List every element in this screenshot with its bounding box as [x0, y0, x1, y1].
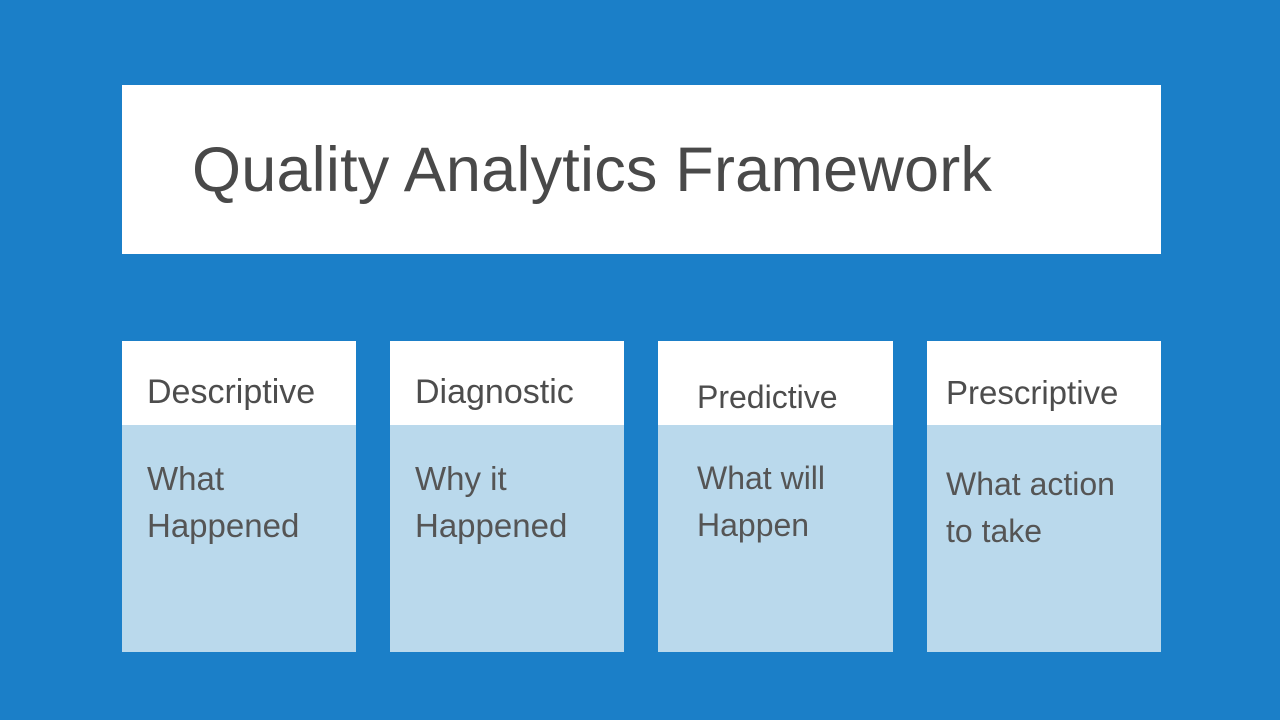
card-header-label: Predictive — [697, 378, 838, 415]
page-title: Quality Analytics Framework — [192, 134, 993, 205]
card-body: What will Happen — [658, 425, 893, 652]
card-header-label: Descriptive — [147, 372, 316, 411]
title-banner: Quality Analytics Framework — [122, 85, 1161, 254]
card-header-label: Prescriptive — [946, 373, 1119, 411]
card-diagnostic[interactable]: Diagnostic Why it Happened — [390, 341, 624, 652]
card-body-text: Why it Happened — [415, 460, 568, 544]
card-body: What action to take — [927, 425, 1161, 652]
card-header: Prescriptive — [927, 341, 1161, 425]
card-header: Diagnostic — [390, 341, 624, 425]
card-descriptive[interactable]: Descriptive What Happened — [122, 341, 356, 652]
card-body: What Happened — [122, 425, 356, 652]
card-body-text: What will Happen — [697, 460, 826, 543]
card-header: Descriptive — [122, 341, 356, 425]
card-header-label: Diagnostic — [415, 372, 574, 411]
card-body: Why it Happened — [390, 425, 624, 652]
card-header: Predictive — [658, 341, 893, 425]
card-body-text: What action to take — [946, 466, 1115, 549]
card-prescriptive[interactable]: Prescriptive What action to take — [927, 341, 1161, 652]
card-body-text: What Happened — [147, 460, 300, 544]
card-predictive[interactable]: Predictive What will Happen — [658, 341, 893, 652]
